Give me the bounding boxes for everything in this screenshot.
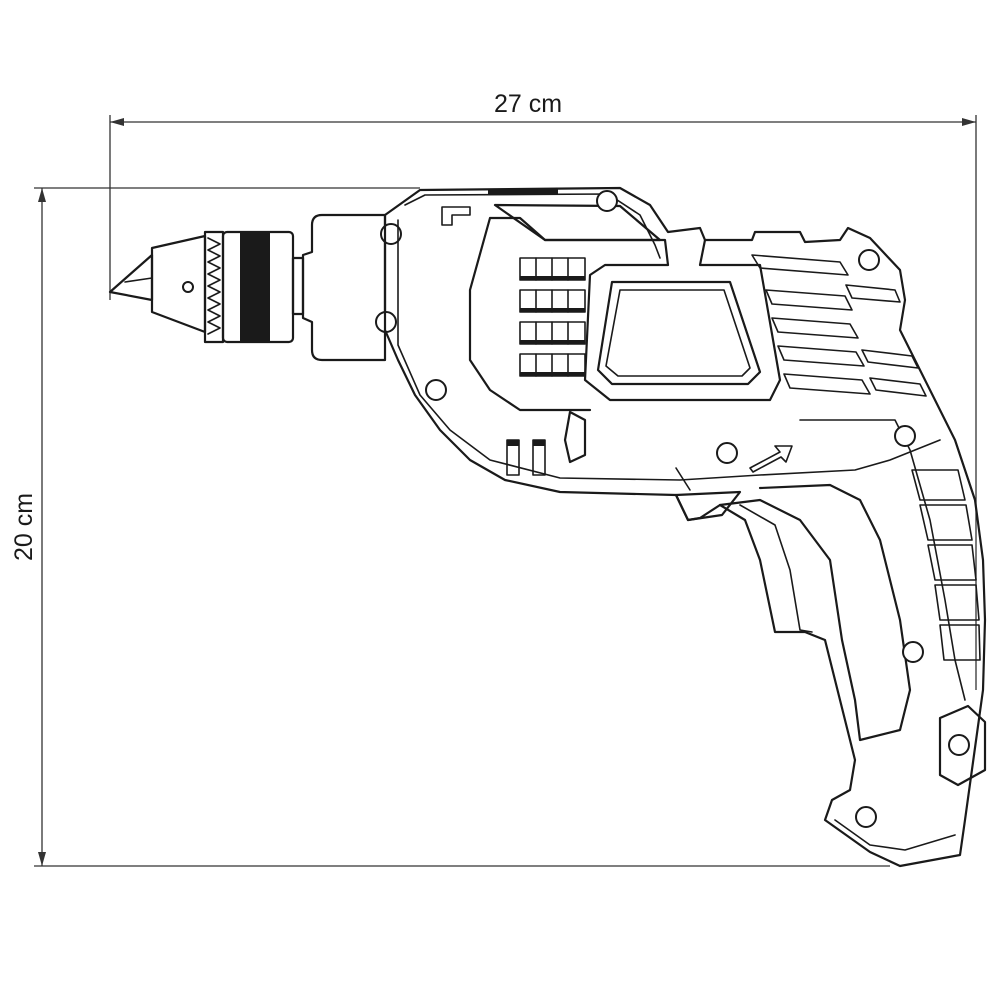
base-foot-plate bbox=[938, 704, 987, 787]
gear-housing-front bbox=[301, 213, 387, 362]
chuck-serration bbox=[207, 237, 221, 335]
grip-inner-outline bbox=[718, 483, 912, 742]
motor-body-frame bbox=[468, 216, 782, 412]
trigger bbox=[674, 490, 742, 522]
screw-icon bbox=[716, 442, 738, 464]
label-marker bbox=[441, 206, 471, 226]
drill-bit-tip bbox=[108, 253, 154, 302]
power-drill-icon bbox=[108, 186, 987, 868]
screw-icon bbox=[902, 641, 924, 663]
handle-grip-ridges bbox=[911, 469, 981, 661]
chuck-black-band bbox=[240, 232, 270, 342]
screw-icon bbox=[425, 379, 447, 401]
center-window-inner bbox=[605, 289, 751, 377]
height-arrow-bottom bbox=[38, 852, 46, 866]
housing-shell-line bbox=[397, 193, 941, 481]
chuck-nose bbox=[150, 234, 207, 334]
grip-inner-detail bbox=[739, 504, 813, 633]
width-label: 27 cm bbox=[494, 90, 562, 118]
screw-icon bbox=[948, 734, 970, 756]
chuck-collar bbox=[291, 256, 305, 316]
height-arrow-top bbox=[38, 188, 46, 202]
height-dimension: 20 cm bbox=[10, 187, 890, 867]
direction-switch bbox=[563, 410, 587, 464]
width-arrow-left bbox=[110, 118, 124, 126]
height-label: 20 cm bbox=[10, 493, 38, 561]
width-dimension: 27 cm bbox=[109, 90, 977, 690]
screw-icon bbox=[858, 249, 880, 271]
base-bottom-line bbox=[834, 819, 956, 851]
chuck-key-hole bbox=[182, 281, 194, 293]
drill-bit-edge bbox=[124, 277, 153, 283]
trigger-guide-line bbox=[675, 467, 691, 491]
screw-icon bbox=[596, 190, 618, 212]
top-vent-slot bbox=[488, 189, 558, 195]
right-vent-slats bbox=[751, 254, 927, 397]
left-vent-grid bbox=[519, 257, 586, 377]
screw-icon bbox=[894, 425, 916, 447]
screw-icon bbox=[855, 806, 877, 828]
center-window-outer bbox=[596, 280, 762, 386]
direction-arrow-icon bbox=[749, 445, 793, 473]
top-vent-plate bbox=[493, 203, 662, 242]
width-arrow-right bbox=[962, 118, 976, 126]
lower-front-vents bbox=[506, 439, 546, 476]
